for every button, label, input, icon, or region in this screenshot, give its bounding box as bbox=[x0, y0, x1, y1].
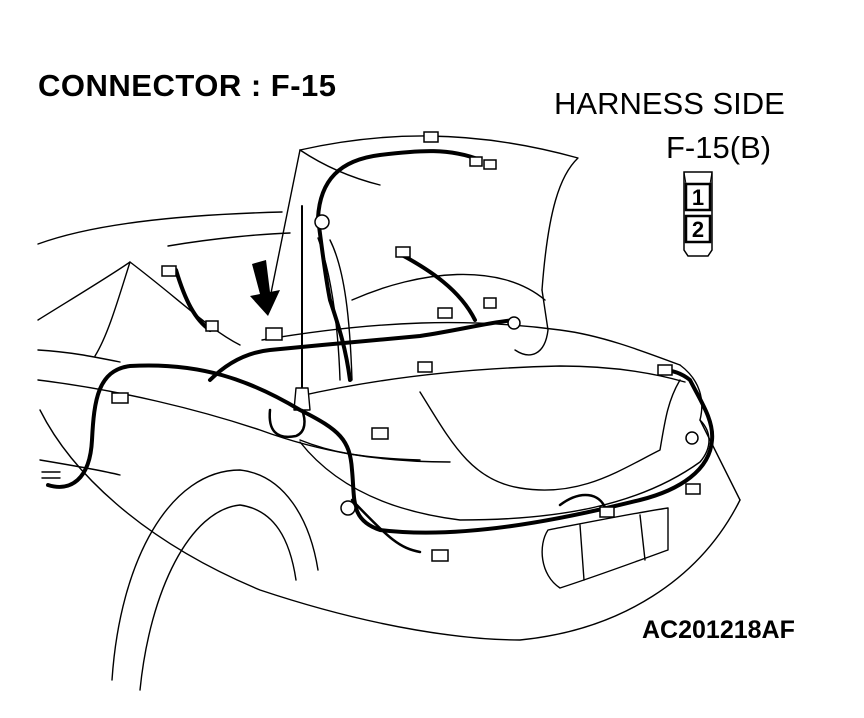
trunk-lid bbox=[299, 135, 579, 291]
connector-block bbox=[685, 483, 701, 495]
harness-side-label: HARNESS SIDE bbox=[554, 86, 785, 121]
connector-title: CONNECTOR : F-15 bbox=[38, 68, 337, 103]
connector-block bbox=[431, 549, 449, 562]
harness-main bbox=[46, 363, 715, 535]
rear-window bbox=[167, 232, 291, 247]
grommet bbox=[507, 316, 521, 330]
connector-id-label: F-15(B) bbox=[666, 130, 772, 165]
connector-block bbox=[423, 131, 439, 143]
connector-block bbox=[657, 364, 673, 376]
pin-label-1: 1 bbox=[692, 185, 704, 210]
license-plate-recess bbox=[541, 507, 669, 589]
connector-f15-block bbox=[265, 327, 283, 341]
wheel-arch bbox=[111, 469, 319, 681]
grommet bbox=[340, 500, 356, 516]
connector-face-icon: 1 2 bbox=[683, 171, 713, 257]
rear-bumper bbox=[299, 419, 710, 521]
connector-block bbox=[161, 265, 177, 277]
connector-block bbox=[469, 156, 483, 167]
connector-block bbox=[111, 392, 129, 404]
connector-block bbox=[483, 159, 497, 170]
grommet bbox=[314, 214, 330, 230]
connector-block bbox=[395, 246, 411, 258]
connector-block bbox=[417, 361, 433, 373]
location-arrow-icon bbox=[250, 260, 280, 316]
grommet bbox=[685, 431, 699, 445]
pin-label-2: 2 bbox=[692, 217, 704, 242]
connector-block bbox=[205, 320, 219, 332]
connector-block bbox=[371, 427, 389, 440]
roof-outline bbox=[37, 211, 283, 245]
drawing-code: AC201218AF bbox=[642, 616, 795, 644]
connector-block bbox=[599, 506, 615, 518]
connector-block bbox=[437, 307, 453, 319]
harness-trunk-lid bbox=[316, 149, 482, 220]
connector-block bbox=[483, 297, 497, 309]
